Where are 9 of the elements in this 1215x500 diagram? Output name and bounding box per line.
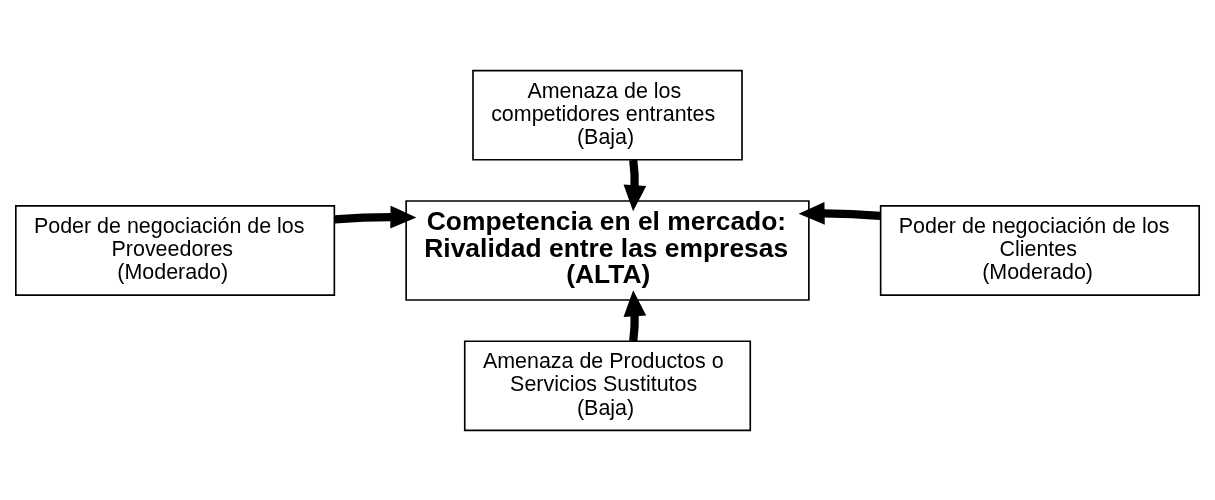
node-box: Amenaza de los competidores entrantes (Baja) xyxy=(472,69,743,161)
node-box: Competencia en el mercado: Rivalidad entre las empresas (ALTA) xyxy=(405,199,810,301)
arrow xyxy=(798,201,881,225)
arrow xyxy=(623,289,647,342)
arrow xyxy=(334,205,417,228)
node-box: Poder de negociación de los Proveedores (Moderado) xyxy=(15,204,336,296)
arrow xyxy=(623,159,647,211)
node-box: Amenaza de Productos o Servicios Sustitutos (Baja) xyxy=(463,339,752,431)
node-box: Poder de negociación de los Clientes (Moderado) xyxy=(879,204,1200,296)
